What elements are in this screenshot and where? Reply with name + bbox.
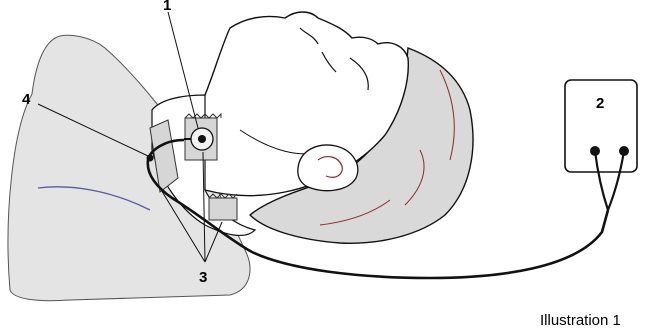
label-cable: 4 [22,91,31,108]
ear-shape [298,145,358,191]
illustration-caption: Illustration 1 [540,312,621,329]
monitor-box [565,80,637,172]
label-adhesive-tape: 3 [199,269,207,286]
adhesive-tape-lower [209,198,237,220]
sensor-head-inner [198,135,206,143]
label-monitor: 2 [596,95,604,112]
label-sensor-head: 1 [163,0,171,14]
